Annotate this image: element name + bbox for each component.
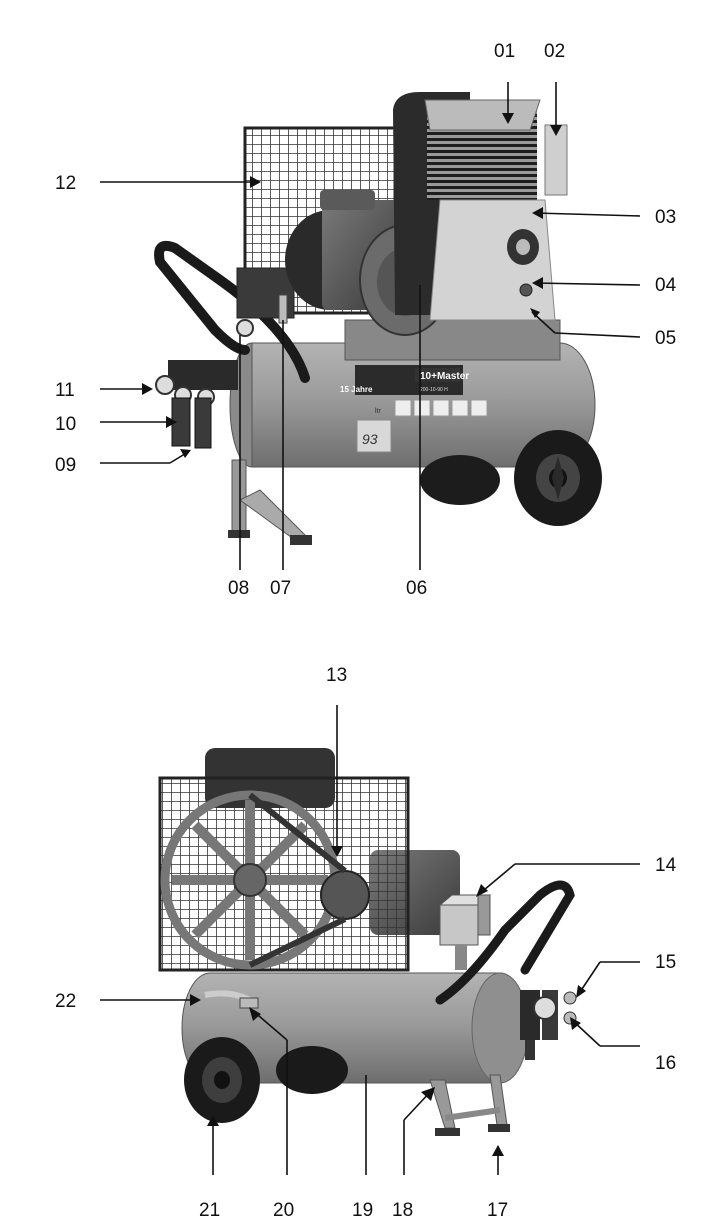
pressure-tank: 10+Master 200-10-90 H 15 Jahre 93 ltr [229,319,596,468]
compressor-rear-view [158,748,577,1136]
pressure-switch-rear [438,894,492,970]
callout-21: 21 [199,1200,220,1221]
decal-brand: 10+Master [420,371,469,382]
tank-decal: 10+Master 200-10-90 H 15 Jahre 93 ltr [340,365,488,453]
callout-13: 13 [326,665,347,686]
callout-labels-bottom: 13 14 15 16 17 18 19 20 21 22 [55,665,677,1221]
callout-04: 04 [655,275,677,296]
decal-volume-unit: ltr [375,408,382,415]
decal-model: 200-10-90 H [420,387,448,393]
callout-17: 17 [487,1200,508,1221]
callout-18: 18 [392,1200,413,1221]
callout-labels-top: 01 02 03 04 05 06 07 08 09 10 11 12 [55,41,677,599]
callout-01: 01 [494,41,515,62]
handle-rear [435,880,575,1005]
callout-05: 05 [655,328,676,349]
callout-15: 15 [655,952,676,973]
leader-lines-top [100,82,641,570]
callout-22: 22 [55,991,76,1012]
leader-lines-bottom [100,705,640,1175]
callout-20: 20 [273,1200,294,1221]
callout-19: 19 [352,1200,373,1221]
callout-12: 12 [55,173,76,194]
callout-10: 10 [55,414,76,435]
drain-valve [239,997,259,1009]
callout-08: 08 [228,578,249,599]
pressure-regulator-unit [155,360,238,449]
callout-02: 02 [544,41,565,62]
wheels [420,430,602,526]
motor-pulley [320,870,370,920]
callout-06: 06 [406,578,427,599]
wheels-rear [184,1037,348,1123]
filter-regulator-rear [520,990,577,1060]
drive-belt [248,792,347,968]
feet-rear [429,1074,510,1136]
callout-09: 09 [55,455,76,476]
decal-volume: 93 [362,431,378,447]
callout-16: 16 [655,1053,676,1074]
callout-14: 14 [655,855,677,876]
compressor-pump [393,92,568,321]
tank-feet [228,459,312,545]
decal-anniversary: 15 Jahre [340,385,373,394]
compressor-front-view: 10+Master 200-10-90 H 15 Jahre 93 ltr [154,92,602,545]
safety-valve [278,294,288,324]
tank-pressure-gauge [236,319,254,337]
callout-11: 11 [55,380,75,401]
callout-07: 07 [270,578,291,599]
callout-03: 03 [655,207,676,228]
